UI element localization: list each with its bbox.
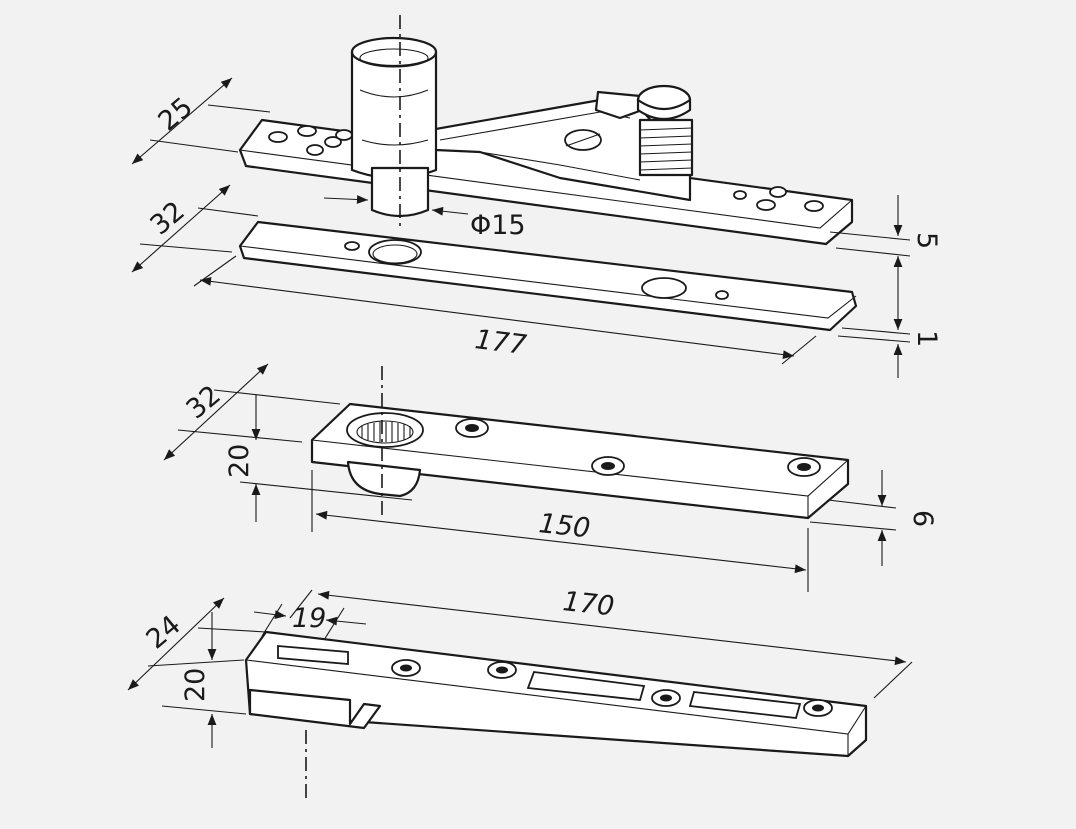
dim-middle-width: 32 (181, 380, 227, 426)
bottom-floor-plate: 24 20 19 170 (127, 586, 913, 800)
dim-bottom-offset: 19 (292, 603, 326, 634)
dim-middle-thickness: 6 (907, 510, 938, 527)
top-pivot-assembly: 25 32 Φ15 177 5 1 (131, 15, 942, 378)
dim-middle-length: 150 (537, 508, 592, 544)
dim-middle-height: 20 (224, 444, 255, 478)
shim-plate (238, 220, 858, 332)
dim-top-height: 25 (153, 92, 199, 138)
dim-bottom-length: 170 (561, 586, 616, 622)
dim-top-length: 177 (473, 324, 528, 361)
dim-pivot-diameter: Φ15 (470, 210, 526, 241)
pivot-pin (350, 50, 438, 180)
dim-top-width: 32 (145, 196, 191, 242)
middle-bearing-plate: 32 20 150 6 (163, 363, 938, 592)
dim-bottom-height: 20 (180, 668, 211, 702)
dim-bottom-width: 24 (141, 610, 187, 656)
dim-top-plate-thickness: 5 (911, 232, 942, 249)
dim-shim-thickness: 1 (911, 330, 942, 347)
